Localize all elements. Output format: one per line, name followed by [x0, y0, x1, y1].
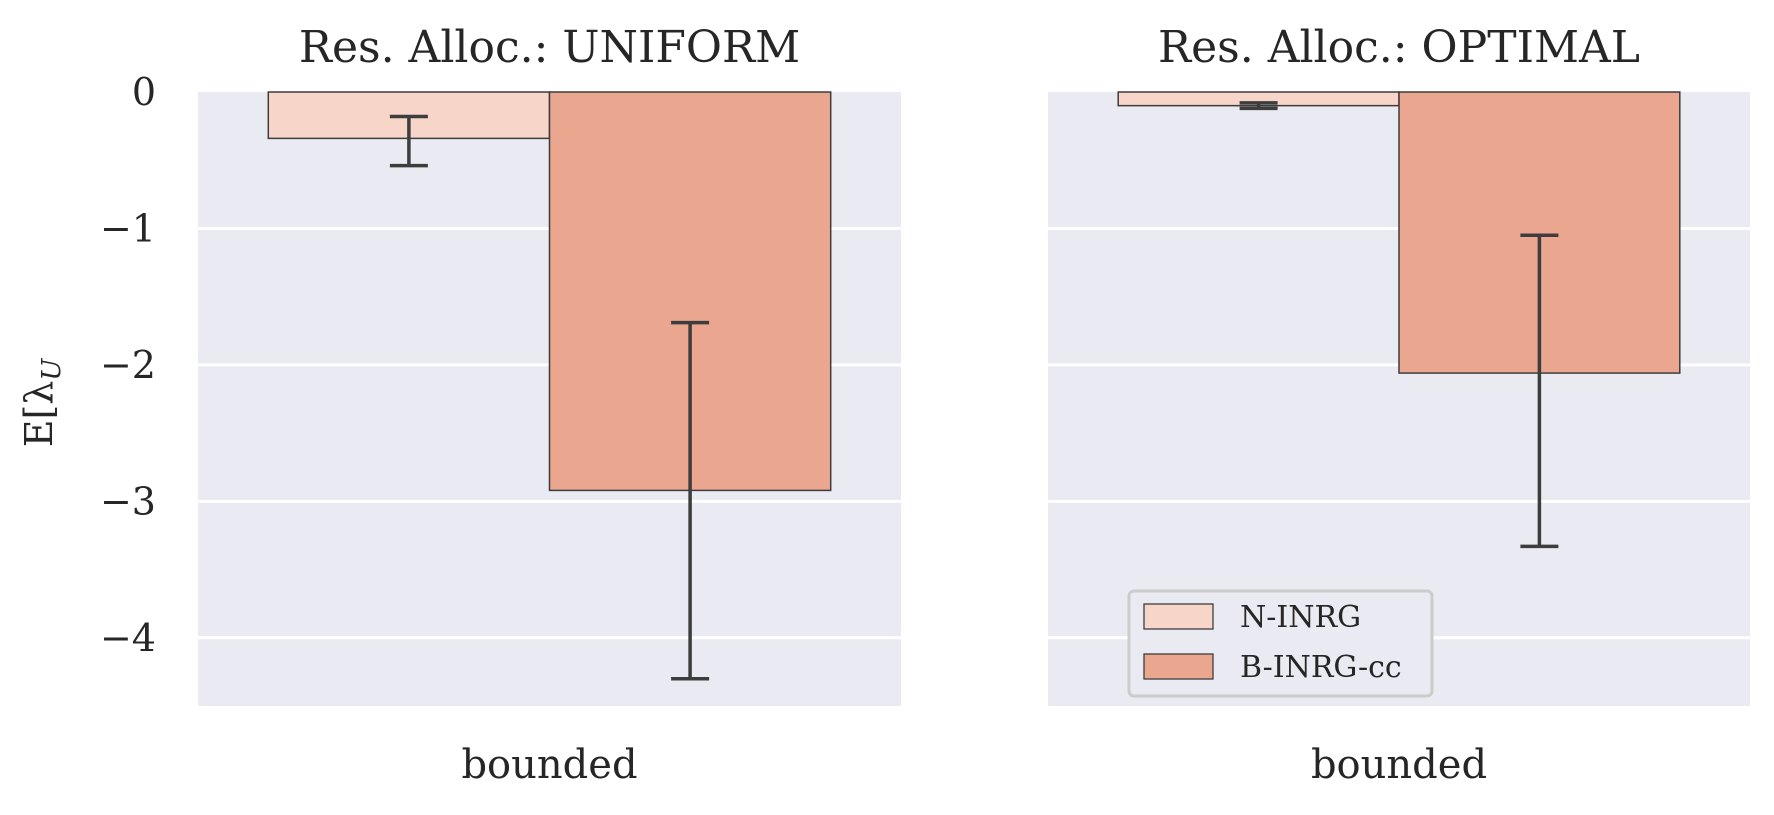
legend-label-b-inrg-cc: B-INRG-cc: [1240, 650, 1402, 685]
error-bars-optimal: [1239, 101, 1559, 549]
y-axis-label-subscript: U: [37, 358, 67, 381]
panel-title-uniform: Res. Alloc.: UNIFORM: [299, 22, 800, 73]
y-ticks-uniform: 0 −1 −2 −3 −4: [100, 70, 156, 660]
x-tick-label-uniform: bounded: [461, 742, 637, 788]
legend-label-n-inrg: N-INRG: [1240, 600, 1361, 635]
legend-swatch-b-inrg-cc: [1143, 653, 1214, 680]
legend-swatch-n-inrg: [1143, 603, 1214, 630]
x-tick-label-optimal: bounded: [1311, 742, 1487, 788]
y-tick-label: −3: [100, 479, 156, 523]
y-tick-label: −1: [100, 206, 156, 250]
y-tick-label: 0: [132, 70, 156, 114]
panel-title-optimal: Res. Alloc.: OPTIMAL: [1158, 22, 1640, 73]
error-bars-uniform: [389, 114, 710, 681]
panel-optimal: Res. Alloc.: OPTIMAL bounded N-INRG B-IN…: [1048, 22, 1750, 788]
panel-uniform: 0 −1 −2 −3 −4 Res. Alloc.: UNIFORM bounded: [100, 22, 901, 788]
legend: N-INRG B-INRG-cc: [1127, 589, 1434, 698]
y-tick-label: −4: [100, 616, 156, 660]
y-axis-label: E[λU: [17, 358, 67, 448]
y-tick-label: −2: [100, 343, 156, 387]
